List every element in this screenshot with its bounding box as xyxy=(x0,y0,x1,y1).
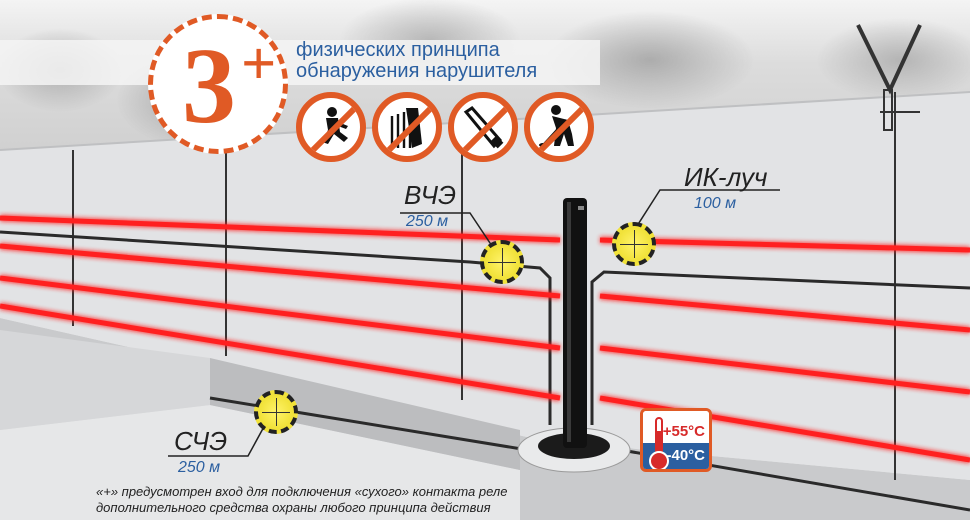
vche-sensor-marker xyxy=(480,240,524,284)
fence-climb-icon xyxy=(372,92,442,162)
hacksaw-icon xyxy=(448,92,518,162)
three-plus-badge: 3 + xyxy=(148,14,288,154)
sche-label: СЧЭ xyxy=(174,428,227,454)
vche-label: ВЧЭ xyxy=(404,182,456,208)
sche-range-label: 250 м xyxy=(178,460,220,476)
badge-number: 3 xyxy=(182,27,236,146)
footnote-line-1: «+» предусмотрен вход для подключения «с… xyxy=(96,484,508,499)
sche-name: СЧЭ xyxy=(174,426,228,456)
sche-sensor-marker xyxy=(254,390,298,434)
header-band xyxy=(0,40,600,85)
temp-max: +55°C xyxy=(662,423,705,440)
thermometer-fill xyxy=(657,431,661,455)
ik-name: ИК-луч xyxy=(684,162,768,192)
temperature-range-badge: +55°C -40°C xyxy=(640,408,712,472)
title-line-2: обнаружения нарушителя xyxy=(296,60,538,82)
badge-plus: + xyxy=(241,30,277,98)
sche-range: 250 м xyxy=(178,459,221,476)
thermometer-bulb xyxy=(649,451,669,469)
running-intruder-icon xyxy=(296,92,366,162)
temp-hot-zone xyxy=(643,411,709,443)
vche-name: ВЧЭ xyxy=(404,180,456,210)
vche-range-label: 250 м xyxy=(406,214,448,230)
prohibition-icons xyxy=(296,92,594,162)
ik-sensor-marker xyxy=(612,222,656,266)
footnote-line-2: дополнительного средства охраны любого п… xyxy=(96,500,491,515)
page-title: физических принципа обнаружения нарушите… xyxy=(296,40,537,82)
footnote: «+» предусмотрен вход для подключения «с… xyxy=(96,484,507,516)
vche-range: 250 м xyxy=(406,213,449,230)
ik-label: ИК-луч xyxy=(684,164,767,190)
title-line-1: физических принципа xyxy=(296,39,500,61)
ik-range-label: 100 м xyxy=(694,196,736,212)
temp-min: -40°C xyxy=(666,447,705,464)
ik-range: 100 м xyxy=(694,195,737,212)
digging-intruder-icon xyxy=(524,92,594,162)
